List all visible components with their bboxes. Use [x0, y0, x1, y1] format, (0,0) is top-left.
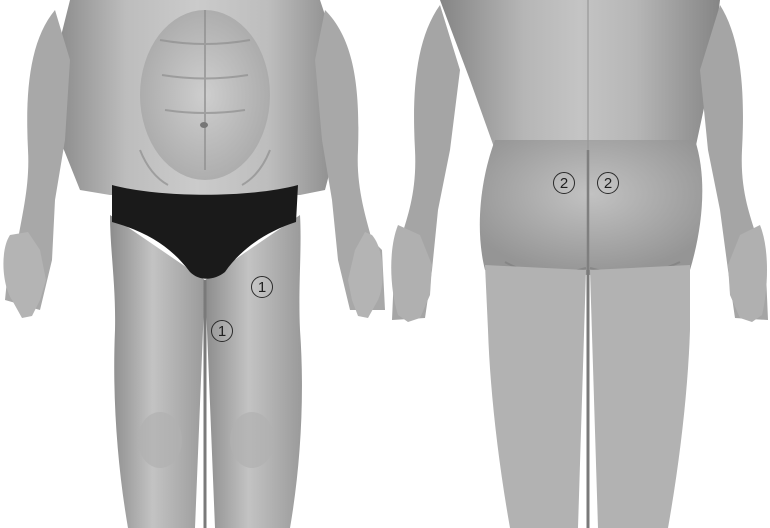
front-view-panel: 1 1	[0, 0, 385, 528]
marker-front-thigh-inner: 1	[211, 320, 233, 342]
front-body-illustration	[0, 0, 385, 528]
marker-back-lumbar-left: 2	[553, 172, 575, 194]
marker-front-thigh-outer: 1	[251, 276, 273, 298]
back-right-leg	[590, 265, 690, 528]
front-left-knee	[138, 412, 182, 468]
front-right-knee	[230, 412, 274, 468]
back-gluteal-region	[480, 140, 703, 275]
back-view-panel: 2 2	[390, 0, 770, 528]
marker-back-lumbar-right: 2	[597, 172, 619, 194]
front-navel	[200, 122, 208, 128]
back-body-illustration	[390, 0, 770, 528]
back-torso	[440, 0, 720, 150]
back-left-leg	[485, 265, 586, 528]
